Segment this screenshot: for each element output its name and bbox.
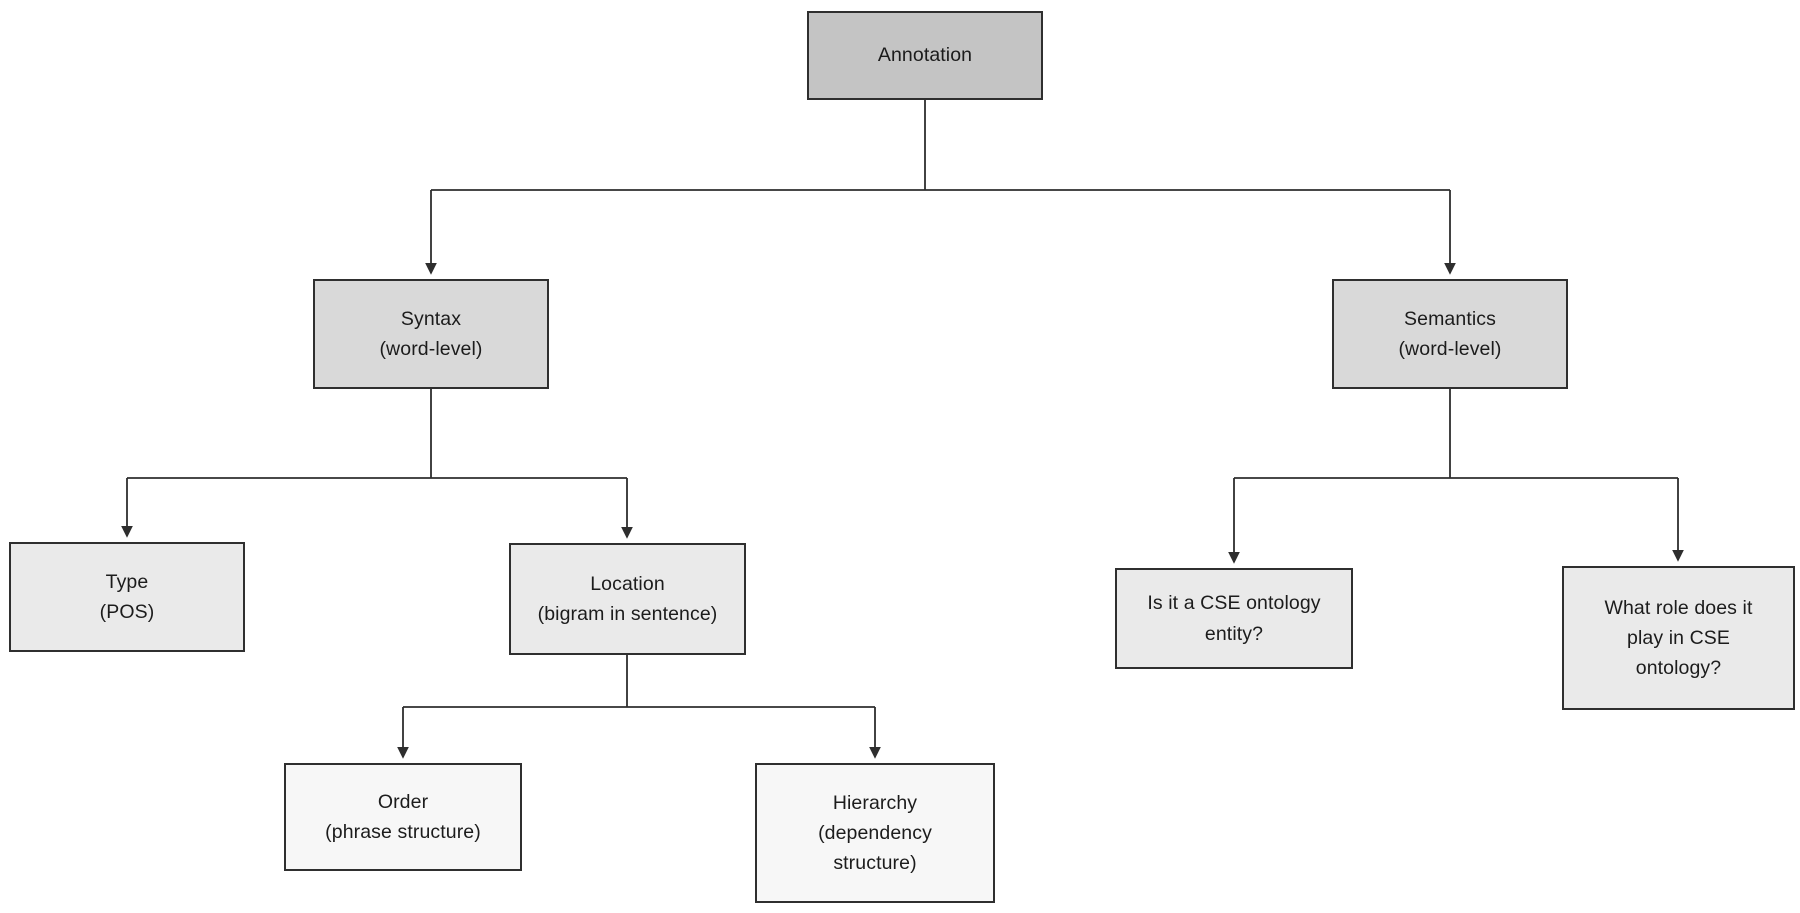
node-location: Location (bigram in sentence)	[509, 543, 746, 655]
node-order: Order (phrase structure)	[284, 763, 522, 871]
node-cse-ontology-role-label: What role does it play in CSE ontology?	[1604, 596, 1753, 680]
node-syntax-label: Syntax (word-level)	[379, 307, 483, 360]
node-semantics: Semantics (word-level)	[1332, 279, 1568, 389]
edge-semantics-bar	[1234, 389, 1678, 479]
node-annotation: Annotation	[807, 11, 1043, 100]
node-order-label: Order (phrase structure)	[325, 790, 481, 843]
edge-location-bar	[403, 655, 875, 708]
node-semantics-label: Semantics (word-level)	[1398, 307, 1502, 360]
edge-annotation-bar	[431, 100, 1450, 191]
node-cse-ontology-entity-label: Is it a CSE ontology entity?	[1147, 592, 1321, 645]
node-type-pos: Type (POS)	[9, 542, 245, 652]
node-annotation-label: Annotation	[877, 44, 973, 67]
node-hierarchy-label: Hierarchy (dependency structure)	[818, 791, 932, 875]
node-cse-ontology-entity: Is it a CSE ontology entity?	[1115, 568, 1353, 669]
node-location-label: Location (bigram in sentence)	[537, 572, 718, 625]
node-syntax: Syntax (word-level)	[313, 279, 549, 389]
node-type-pos-label: Type (POS)	[99, 570, 155, 623]
node-hierarchy: Hierarchy (dependency structure)	[755, 763, 995, 903]
node-cse-ontology-role: What role does it play in CSE ontology?	[1562, 566, 1795, 710]
edge-syntax-bar	[127, 389, 627, 479]
